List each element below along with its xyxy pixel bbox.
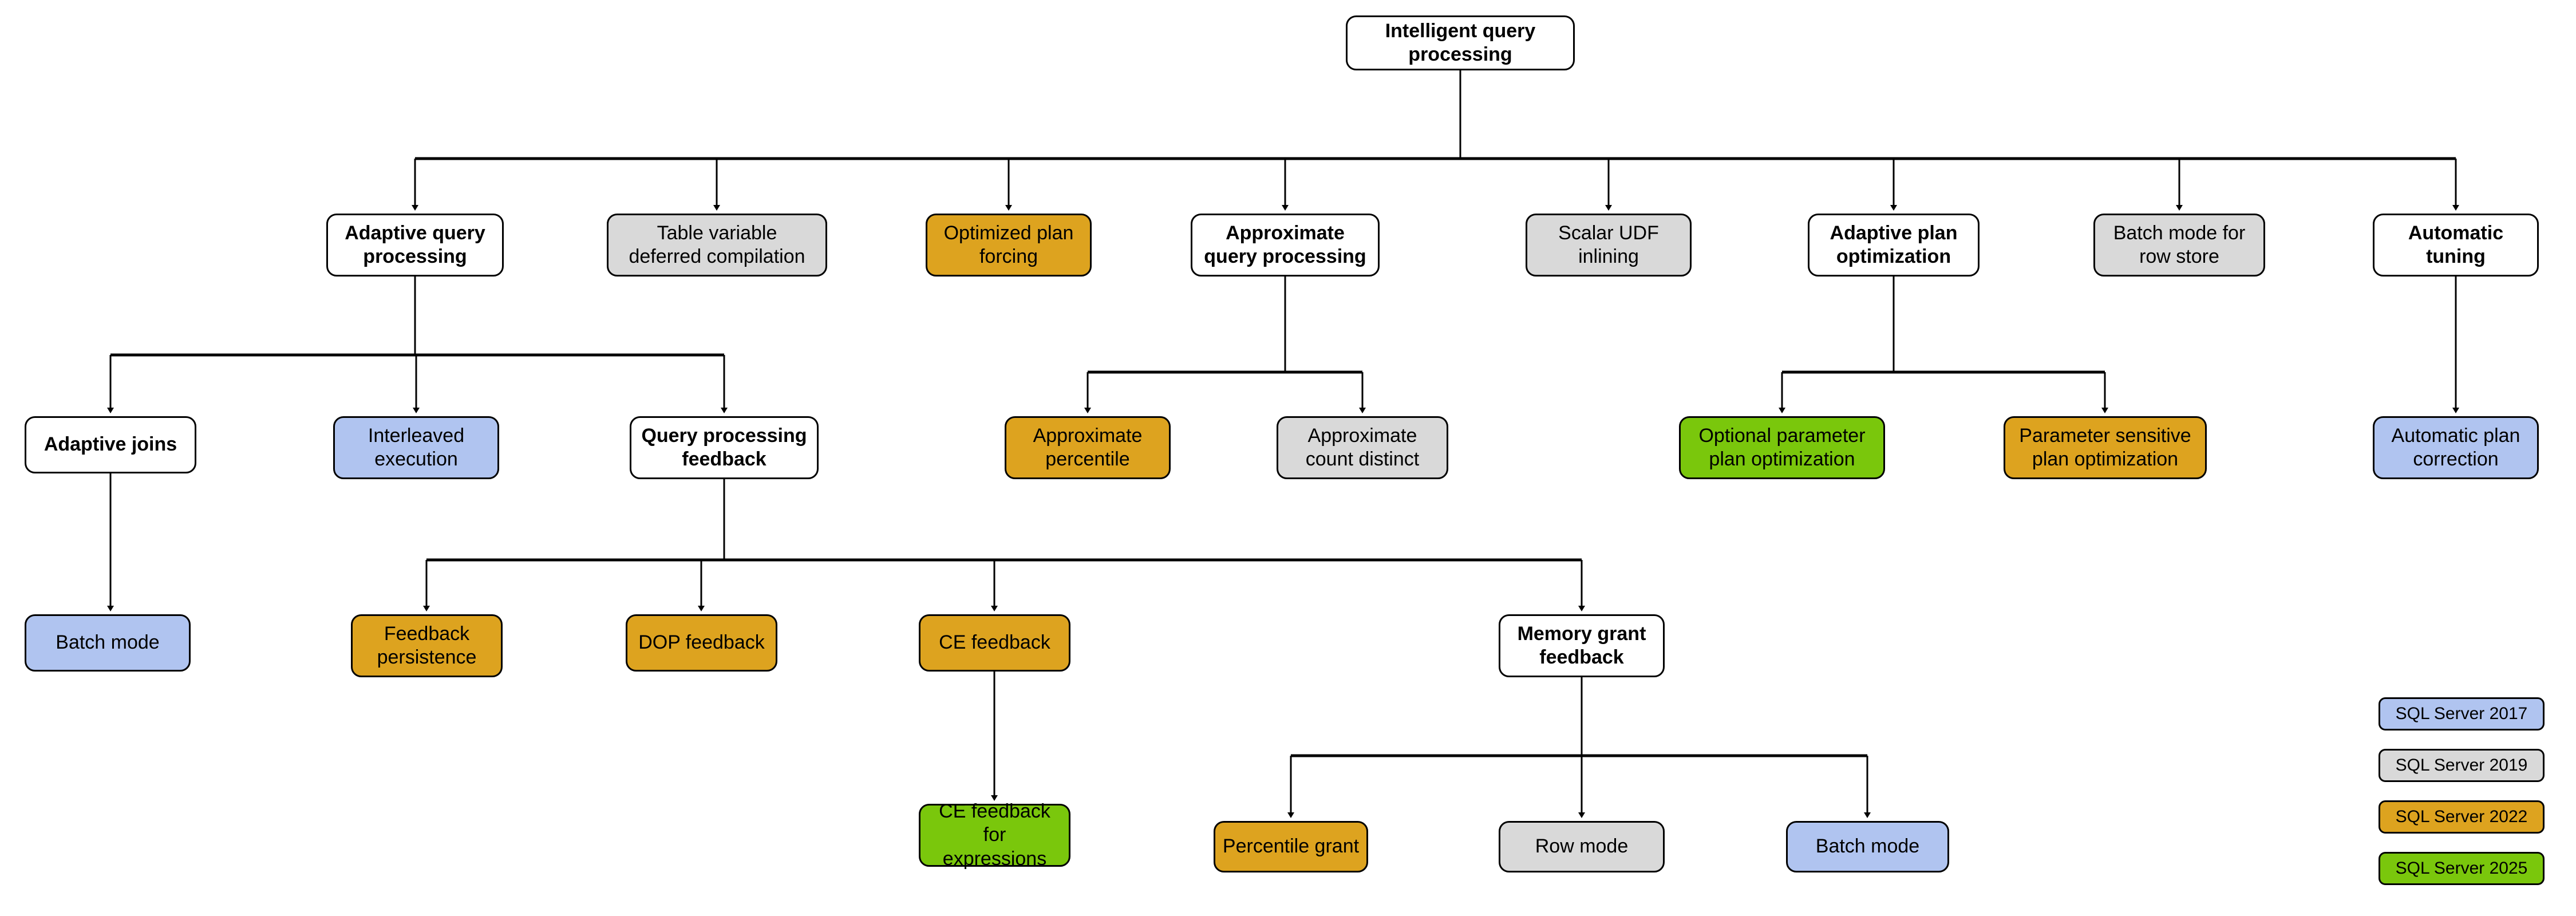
node-tvdc[interactable]: Table variable deferred compilation	[607, 214, 827, 277]
node-batchmode1[interactable]: Batch mode	[25, 614, 191, 672]
node-fbpersist[interactable]: Feedback persistence	[351, 614, 503, 677]
node-pctgrant[interactable]: Percentile grant	[1214, 821, 1368, 872]
node-batchmode2[interactable]: Batch mode	[1786, 821, 1949, 872]
node-iqp[interactable]: Intelligent query processing	[1346, 15, 1575, 70]
legend-item-sql-server-2017: SQL Server 2017	[2379, 697, 2545, 731]
legend-item-sql-server-2019: SQL Server 2019	[2379, 749, 2545, 782]
node-autotune[interactable]: Automatic tuning	[2373, 214, 2539, 277]
node-scalarudf[interactable]: Scalar UDF inlining	[1526, 214, 1692, 277]
node-oppo[interactable]: Optional parameter plan optimization	[1679, 416, 1885, 479]
node-psp[interactable]: Parameter sensitive plan optimization	[2004, 416, 2207, 479]
node-approxcd[interactable]: Approximate count distinct	[1277, 416, 1448, 479]
node-cefbexpr[interactable]: CE feedback for expressions	[919, 800, 1070, 870]
node-opf[interactable]: Optimized plan forcing	[926, 214, 1092, 277]
node-memgrant[interactable]: Memory grant feedback	[1499, 614, 1665, 677]
node-qpfeedback[interactable]: Query processing feedback	[630, 416, 819, 479]
node-bmrs[interactable]: Batch mode for row store	[2093, 214, 2265, 277]
node-rowmode[interactable]: Row mode	[1499, 821, 1665, 872]
node-interleaved[interactable]: Interleaved execution	[333, 416, 499, 479]
node-approxpct[interactable]: Approximate percentile	[1005, 416, 1171, 479]
node-adaptivejoins[interactable]: Adaptive joins	[25, 416, 196, 473]
node-cefeedback[interactable]: CE feedback	[919, 614, 1070, 672]
node-approxqp[interactable]: Approximate query processing	[1191, 214, 1380, 277]
node-apc[interactable]: Automatic plan correction	[2373, 416, 2539, 479]
node-aqp[interactable]: Adaptive query processing	[326, 214, 504, 277]
legend-item-sql-server-2022: SQL Server 2022	[2379, 800, 2545, 834]
node-dopfeedback[interactable]: DOP feedback	[626, 614, 777, 672]
node-apo[interactable]: Adaptive plan optimization	[1808, 214, 1980, 277]
legend-item-sql-server-2025: SQL Server 2025	[2379, 852, 2545, 885]
